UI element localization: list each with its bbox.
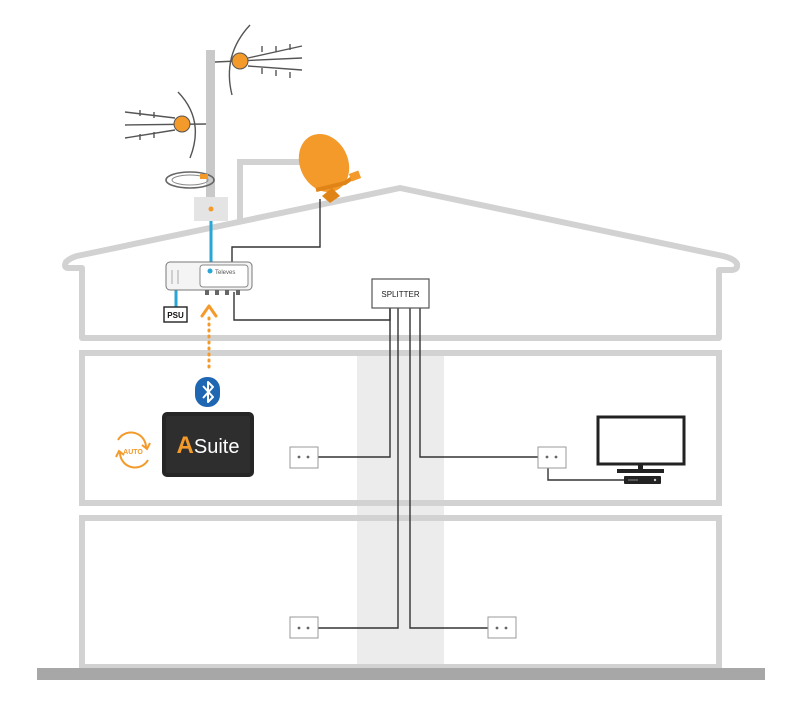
tv-screen bbox=[596, 415, 686, 466]
wall-outlet-ground-left bbox=[289, 616, 319, 639]
amplifier-connector-3 bbox=[225, 290, 229, 295]
amplifier-connector-1 bbox=[205, 290, 209, 295]
antenna-mast-assembly bbox=[124, 24, 303, 221]
dish-lnb bbox=[348, 170, 362, 182]
splitter: SPLITTER bbox=[371, 278, 430, 309]
fm-ring-connector bbox=[200, 174, 208, 179]
roof-outline bbox=[62, 185, 741, 341]
lower-yagi-antenna bbox=[124, 91, 207, 159]
mast-base-indicator bbox=[208, 206, 214, 212]
auto-sync-icon: AUTO bbox=[115, 431, 151, 469]
house-structure bbox=[37, 159, 765, 680]
amplifier-connector-4 bbox=[236, 290, 240, 295]
psu-box bbox=[163, 306, 188, 323]
outlet-to-set-top-box-cable bbox=[547, 468, 624, 481]
mast-pole bbox=[206, 50, 215, 200]
tablet-screen bbox=[166, 416, 250, 473]
dish-to-amplifier-cable bbox=[231, 199, 321, 262]
bluetooth-icon bbox=[195, 377, 220, 407]
bluetooth-arrow-head bbox=[200, 304, 218, 318]
psu: PSU bbox=[163, 306, 188, 323]
headend-amplifier: Televes bbox=[165, 261, 253, 295]
auto-label: AUTO bbox=[123, 449, 143, 456]
amplifier-to-splitter-cable bbox=[233, 292, 391, 321]
first-floor bbox=[79, 350, 722, 506]
ground-line bbox=[37, 668, 765, 680]
upper-yagi-antenna bbox=[214, 24, 303, 96]
wall-outlet-ground-right bbox=[487, 616, 517, 639]
tv-stand-base bbox=[617, 469, 664, 473]
wall-outlet-first-floor-right bbox=[537, 446, 567, 469]
asuite-tablet: ASuite bbox=[162, 412, 254, 477]
dish-mount bbox=[322, 188, 340, 203]
app-logo: ASuite bbox=[177, 432, 240, 459]
psu-label: PSU bbox=[167, 311, 184, 320]
cable-shaft bbox=[357, 353, 444, 667]
roof-vent-pipe bbox=[237, 159, 316, 223]
ground-floor bbox=[79, 515, 722, 670]
tv-stand-neck bbox=[638, 464, 643, 470]
amplifier-logo-icon bbox=[207, 268, 213, 274]
upper-antenna-dipole bbox=[231, 52, 249, 70]
amplifier-front-panel bbox=[199, 264, 249, 288]
satellite-dish bbox=[298, 133, 362, 203]
app-logo-letter: A bbox=[177, 432, 194, 459]
fm-ring-antenna bbox=[165, 171, 215, 189]
set-top-box bbox=[624, 476, 661, 484]
splitter-to-first-floor-right bbox=[419, 308, 538, 458]
splitter-to-ground-left bbox=[318, 308, 399, 629]
television bbox=[596, 415, 686, 473]
dish-reflector bbox=[298, 133, 350, 193]
bluetooth-link bbox=[195, 304, 220, 407]
lower-antenna-dipole bbox=[173, 115, 191, 133]
amplifier-connector-2 bbox=[215, 290, 219, 295]
fm-ring-antenna-inner bbox=[171, 174, 209, 186]
cabling bbox=[174, 199, 624, 629]
splitter-label: SPLITTER bbox=[381, 290, 419, 299]
splitter-to-first-floor-left bbox=[318, 308, 391, 458]
splitter-box bbox=[371, 278, 430, 309]
splitter-to-ground-right bbox=[409, 308, 488, 629]
wall-outlet-first-floor-left bbox=[289, 446, 319, 469]
app-logo-text: Suite bbox=[194, 436, 240, 458]
amplifier-brand-label: Televes bbox=[215, 270, 235, 276]
